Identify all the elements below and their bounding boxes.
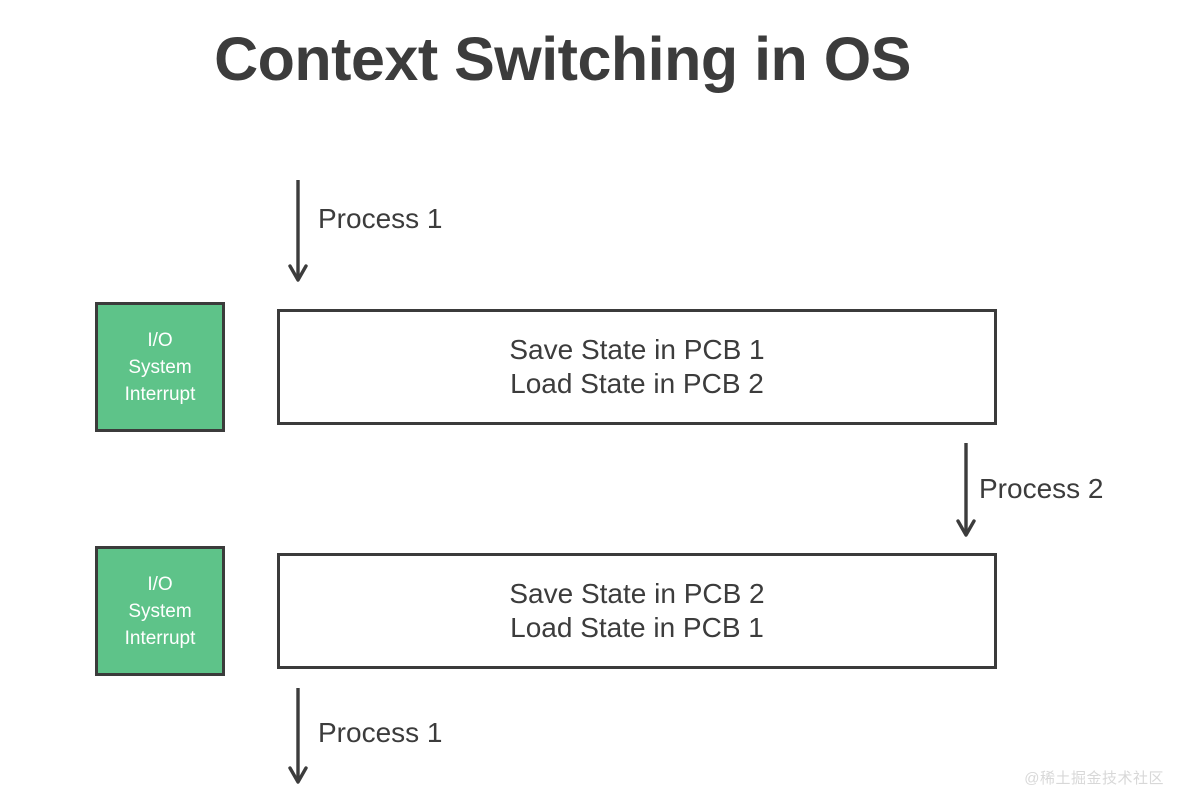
interrupt-box-1-line-1: I/O: [147, 329, 173, 351]
state-box-1-line-2: Load State in PCB 2: [510, 368, 764, 399]
watermark: @稀土掘金技术社区: [1024, 770, 1164, 787]
arrow-label-process-2: Process 2: [979, 473, 1104, 504]
interrupt-box-1-line-2: System: [128, 356, 192, 378]
state-box-1-line-1: Save State in PCB 1: [509, 334, 765, 365]
arrow-label-process-1-bottom: Process 1: [318, 717, 443, 748]
state-box-2-line-1: Save State in PCB 2: [509, 578, 765, 609]
interrupt-box-2: I/O System Interrupt: [95, 546, 225, 676]
arrow-process-1-top: [288, 180, 308, 286]
interrupt-box-1-line-3: Interrupt: [124, 383, 196, 405]
arrow-process-1-bottom: [288, 688, 308, 788]
interrupt-box-1: I/O System Interrupt: [95, 302, 225, 432]
page-title: Context Switching in OS: [214, 25, 911, 93]
arrow-process-2: [956, 443, 976, 541]
interrupt-box-2-line-2: System: [128, 600, 192, 622]
state-box-2: Save State in PCB 2 Load State in PCB 1: [277, 553, 997, 669]
interrupt-box-2-line-3: Interrupt: [124, 627, 196, 649]
interrupt-box-2-line-1: I/O: [147, 573, 173, 595]
state-box-2-line-2: Load State in PCB 1: [510, 612, 764, 643]
state-box-1: Save State in PCB 1 Load State in PCB 2: [277, 309, 997, 425]
arrow-label-process-1-top: Process 1: [318, 203, 443, 234]
